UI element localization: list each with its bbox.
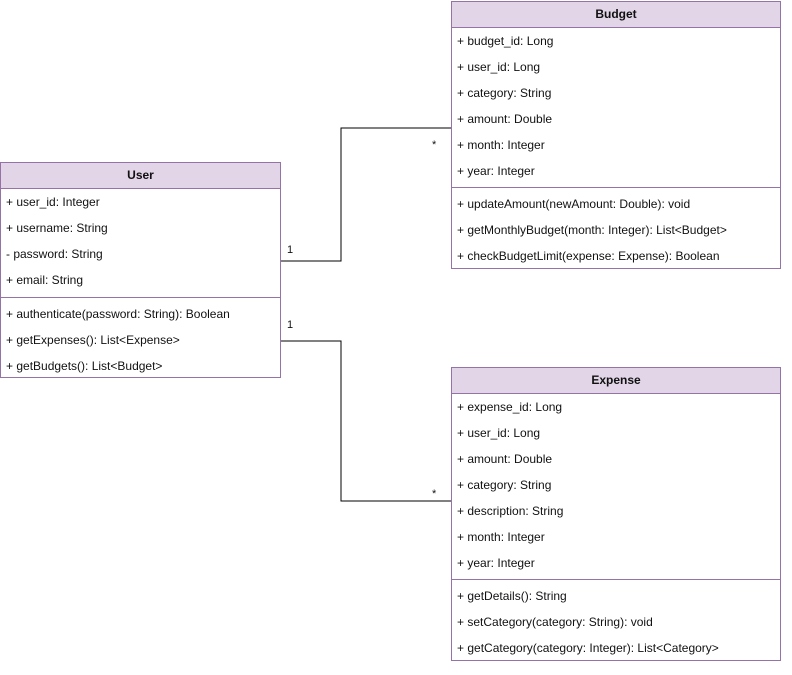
attribute: + amount: Double [457,452,553,466]
attribute: + year: Integer [457,556,535,570]
attribute: + category: String [457,478,552,492]
method: + getCategory(category: Integer): List<C… [457,641,719,655]
user-budget-association[interactable] [281,127,451,262]
method: + setCategory(category: String): void [457,615,653,629]
attribute-list: + budget_id: Long + user_id: Long + cate… [452,28,780,188]
method: + authenticate(password: String): Boolea… [6,307,230,321]
attribute: - password: String [6,247,103,261]
user-expense-association[interactable] [281,340,451,502]
attribute: + month: Integer [457,530,545,544]
method: + checkBudgetLimit(expense: Expense): Bo… [457,249,720,263]
user-budget-target-multiplicity: * [432,139,437,151]
user-class[interactable]: User + user_id: Integer + username: Stri… [0,162,281,378]
method: + getDetails(): String [457,589,567,603]
budget-class[interactable]: Budget + budget_id: Long + user_id: Long… [451,1,781,269]
attribute: + description: String [457,504,564,518]
attribute: + category: String [457,86,552,100]
class-name: Expense [452,368,780,394]
method: + getMonthlyBudget(month: Integer): List… [457,223,727,237]
attribute: + year: Integer [457,164,535,178]
attribute-list: + user_id: Integer + username: String - … [1,189,280,298]
class-name: User [1,163,280,189]
method: + updateAmount(newAmount: Double): void [457,197,691,211]
user-budget-source-multiplicity: 1 [287,244,294,256]
method: + getBudgets(): List<Budget> [6,359,163,373]
attribute: + expense_id: Long [457,400,563,414]
attribute: + user_id: Long [457,426,541,440]
method-list: + updateAmount(newAmount: Double): void … [452,188,780,269]
attribute: + email: String [6,273,84,287]
attribute: + username: String [6,221,108,235]
attribute: + budget_id: Long [457,34,554,48]
method-list: + getDetails(): String + setCategory(cat… [452,580,780,661]
attribute: + user_id: Long [457,60,541,74]
attribute: + amount: Double [457,112,553,126]
expense-class[interactable]: Expense + expense_id: Long + user_id: Lo… [451,367,781,661]
user-expense-target-multiplicity: * [432,488,437,500]
attribute: + month: Integer [457,138,545,152]
attribute-list: + expense_id: Long + user_id: Long + amo… [452,394,780,580]
attribute: + user_id: Integer [6,195,100,209]
user-expense-source-multiplicity: 1 [287,319,294,331]
method-list: + authenticate(password: String): Boolea… [1,298,280,379]
method: + getExpenses(): List<Expense> [6,333,180,347]
class-name: Budget [452,2,780,28]
